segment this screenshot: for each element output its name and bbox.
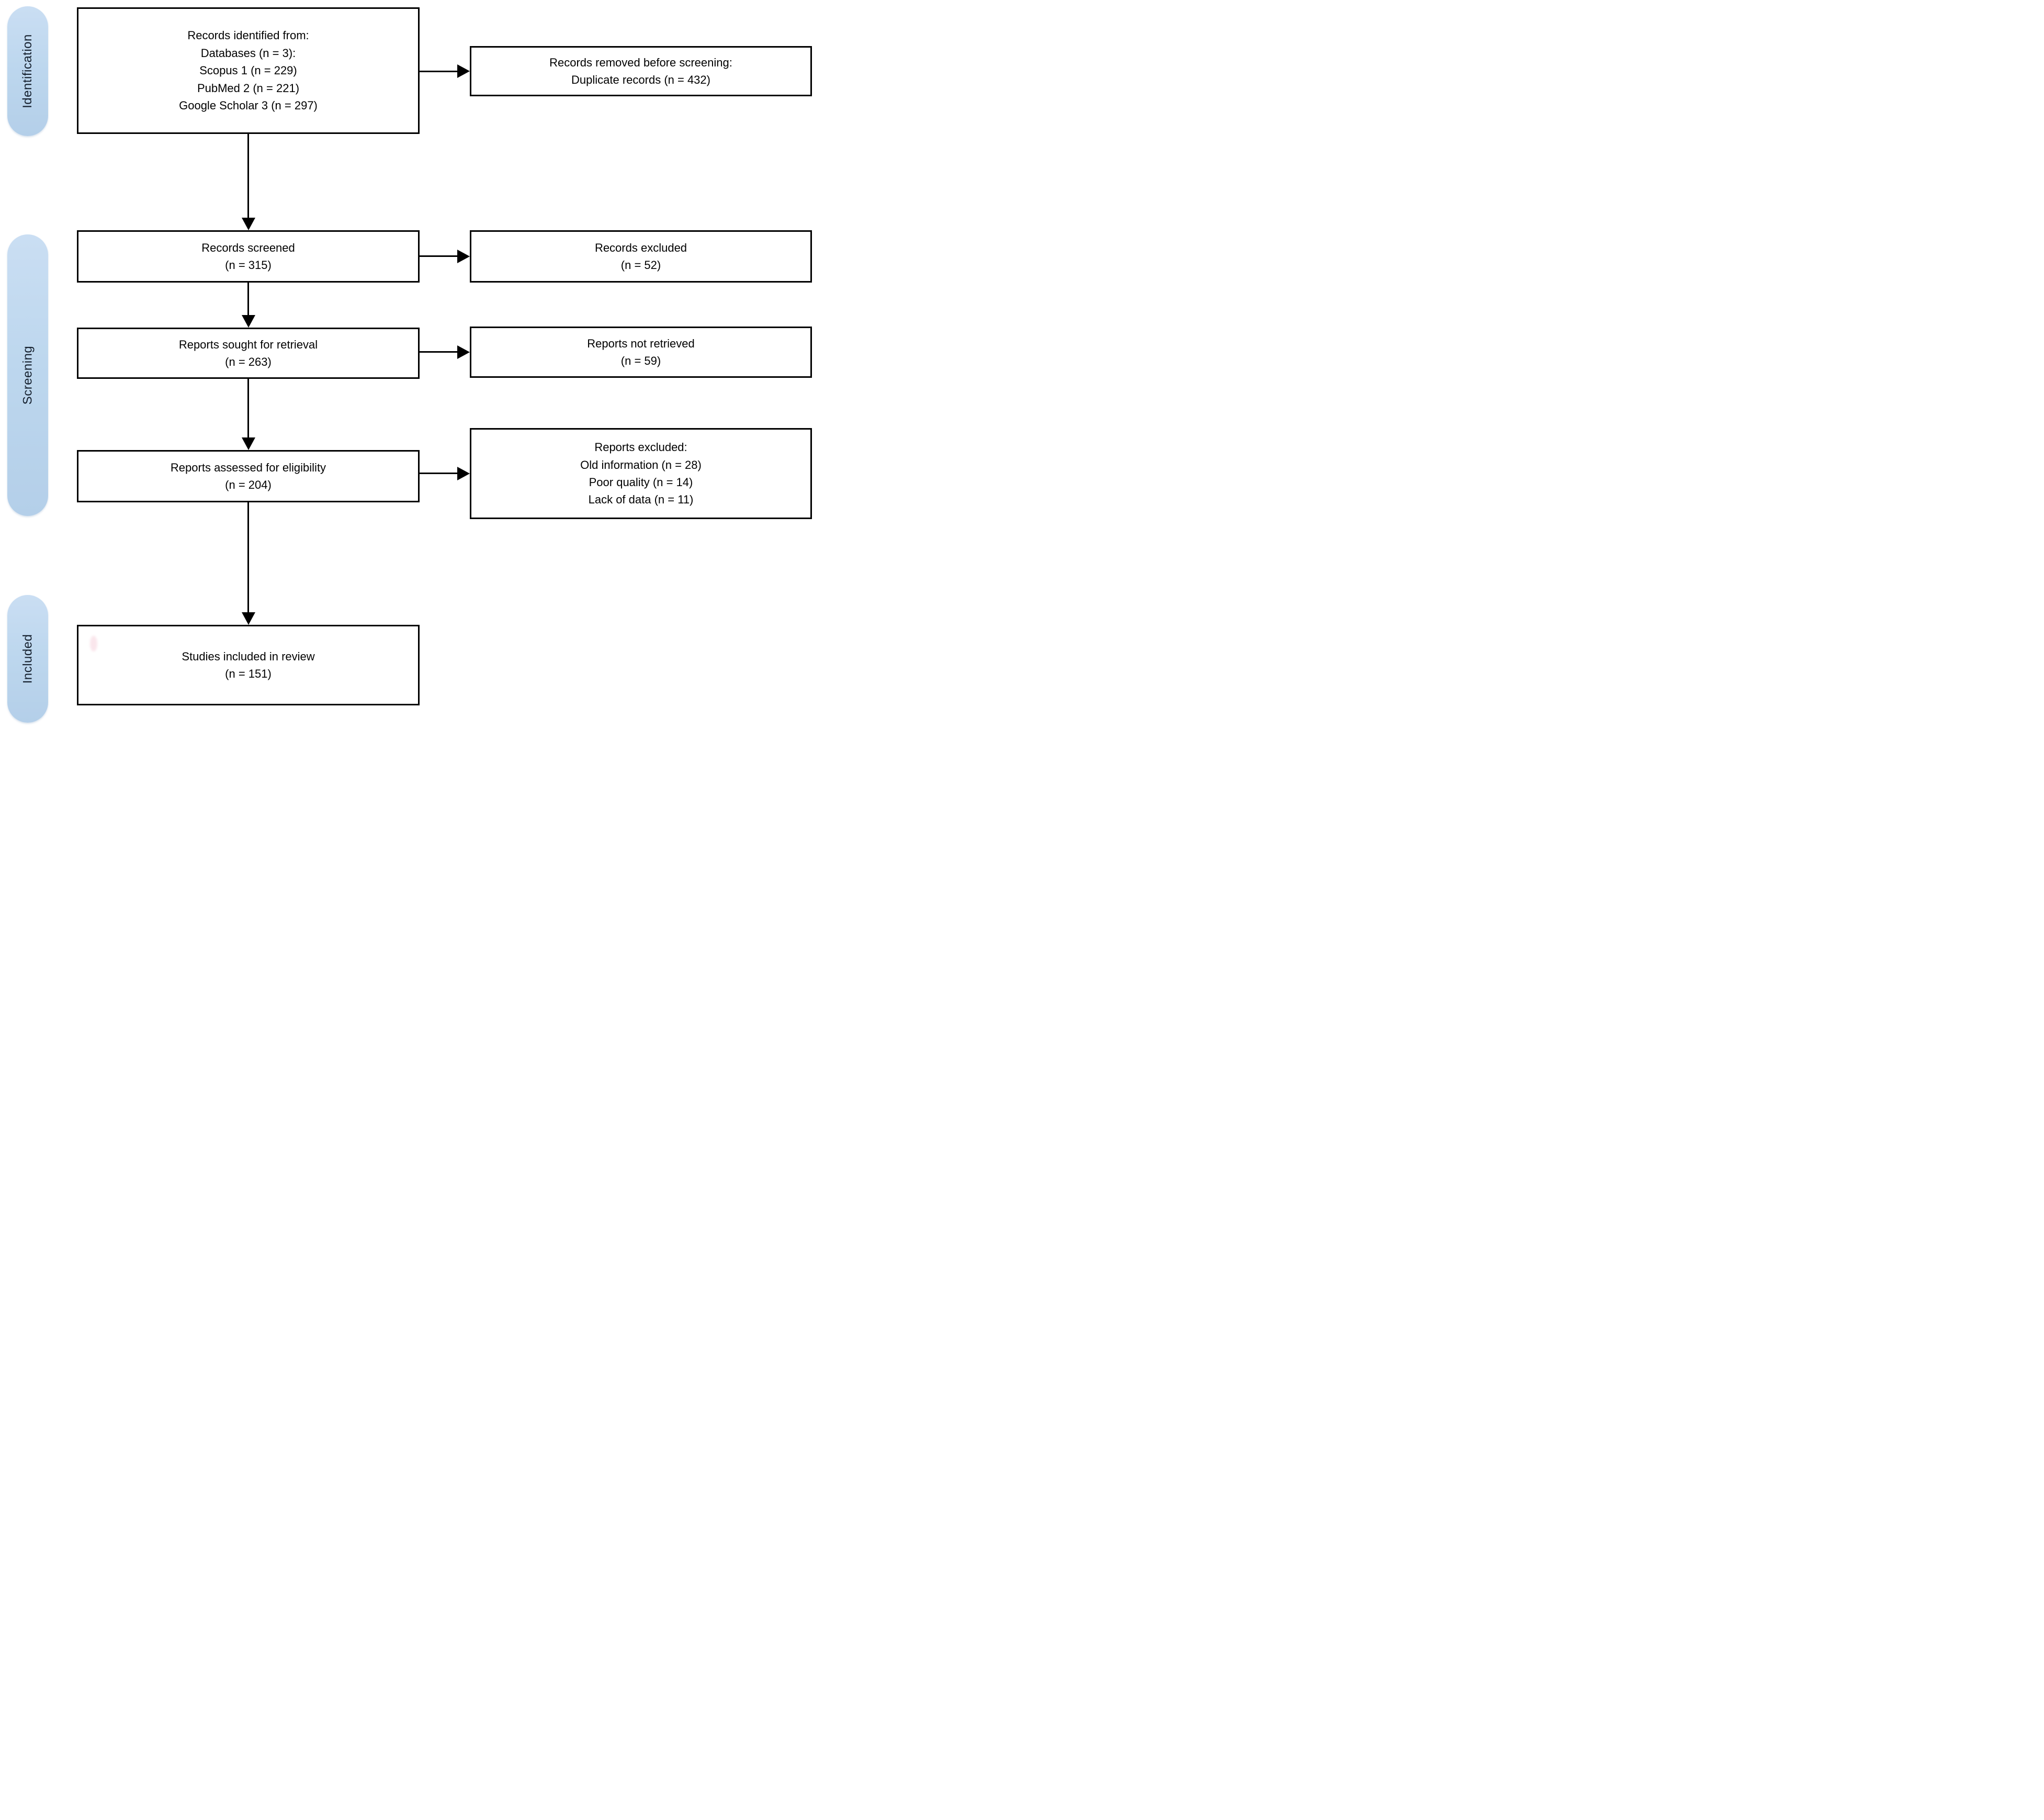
arrow-line bbox=[247, 502, 249, 612]
box-records-excluded: Records excluded (n = 52) bbox=[470, 230, 812, 283]
box-line: Google Scholar 3 (n = 297) bbox=[179, 99, 318, 113]
box-line: Records screened bbox=[201, 241, 295, 254]
box-line: PubMed 2 (n = 221) bbox=[197, 81, 300, 95]
prisma-flow-diagram: Identification Screening Included Record… bbox=[0, 0, 818, 728]
arrow-head bbox=[457, 250, 470, 263]
box-line: (n = 315) bbox=[225, 259, 272, 272]
stage-pill-identification: Identification bbox=[7, 6, 48, 136]
arrow-line bbox=[247, 283, 249, 315]
box-reports-sought: Reports sought for retrieval (n = 263) bbox=[77, 328, 420, 379]
box-reports-not-retrieved: Reports not retrieved (n = 59) bbox=[470, 327, 812, 378]
arrow-line bbox=[420, 473, 457, 474]
box-line: Reports assessed for eligibility bbox=[170, 460, 326, 474]
arrow-head bbox=[242, 315, 255, 328]
stage-pill-included: Included bbox=[7, 595, 48, 723]
arrow-head bbox=[242, 612, 255, 625]
box-line: (n = 263) bbox=[225, 355, 272, 368]
box-line: Records removed before screening: bbox=[549, 55, 732, 69]
box-line: Studies included in review bbox=[182, 649, 315, 663]
box-reports-excluded: Reports excluded: Old information (n = 2… bbox=[470, 428, 812, 519]
box-line: Old information (n = 28) bbox=[580, 458, 702, 471]
stage-label-included: Included bbox=[20, 634, 35, 684]
box-studies-included: Studies included in review (n = 151) bbox=[77, 625, 420, 705]
stage-label-identification: Identification bbox=[20, 34, 35, 108]
stage-pill-screening: Screening bbox=[7, 234, 48, 516]
box-line: Reports sought for retrieval bbox=[178, 338, 318, 351]
arrow-line bbox=[420, 255, 457, 257]
box-records-removed: Records removed before screening: Duplic… bbox=[470, 46, 812, 96]
box-line: Databases (n = 3): bbox=[200, 46, 296, 60]
box-line: (n = 59) bbox=[620, 354, 661, 367]
box-records-screened: Records screened (n = 315) bbox=[77, 230, 420, 283]
box-reports-assessed: Reports assessed for eligibility (n = 20… bbox=[77, 450, 420, 502]
box-line: Scopus 1 (n = 229) bbox=[199, 64, 297, 77]
box-records-identified: Records identified from: Databases (n = … bbox=[77, 7, 420, 134]
arrow-line bbox=[420, 351, 457, 353]
arrow-head bbox=[457, 345, 470, 359]
box-line: Records identified from: bbox=[187, 29, 309, 42]
stage-label-screening: Screening bbox=[20, 345, 35, 405]
box-line: Duplicate records (n = 432) bbox=[571, 73, 710, 86]
arrow-line bbox=[247, 379, 249, 437]
box-line: (n = 52) bbox=[620, 259, 661, 272]
box-line: Records excluded bbox=[594, 241, 687, 254]
arrow-head bbox=[457, 64, 470, 78]
arrow-head bbox=[242, 218, 255, 230]
arrow-line bbox=[247, 134, 249, 218]
pink-artifact bbox=[90, 636, 97, 651]
box-line: Poor quality (n = 14) bbox=[589, 476, 693, 489]
box-line: Lack of data (n = 11) bbox=[588, 493, 694, 507]
box-line: Reports not retrieved bbox=[587, 336, 695, 350]
box-line: (n = 151) bbox=[225, 667, 272, 680]
arrow-head bbox=[242, 437, 255, 450]
box-line: Reports excluded: bbox=[594, 441, 687, 454]
arrow-line bbox=[420, 71, 457, 72]
box-line: (n = 204) bbox=[225, 478, 272, 491]
arrow-head bbox=[457, 467, 470, 480]
